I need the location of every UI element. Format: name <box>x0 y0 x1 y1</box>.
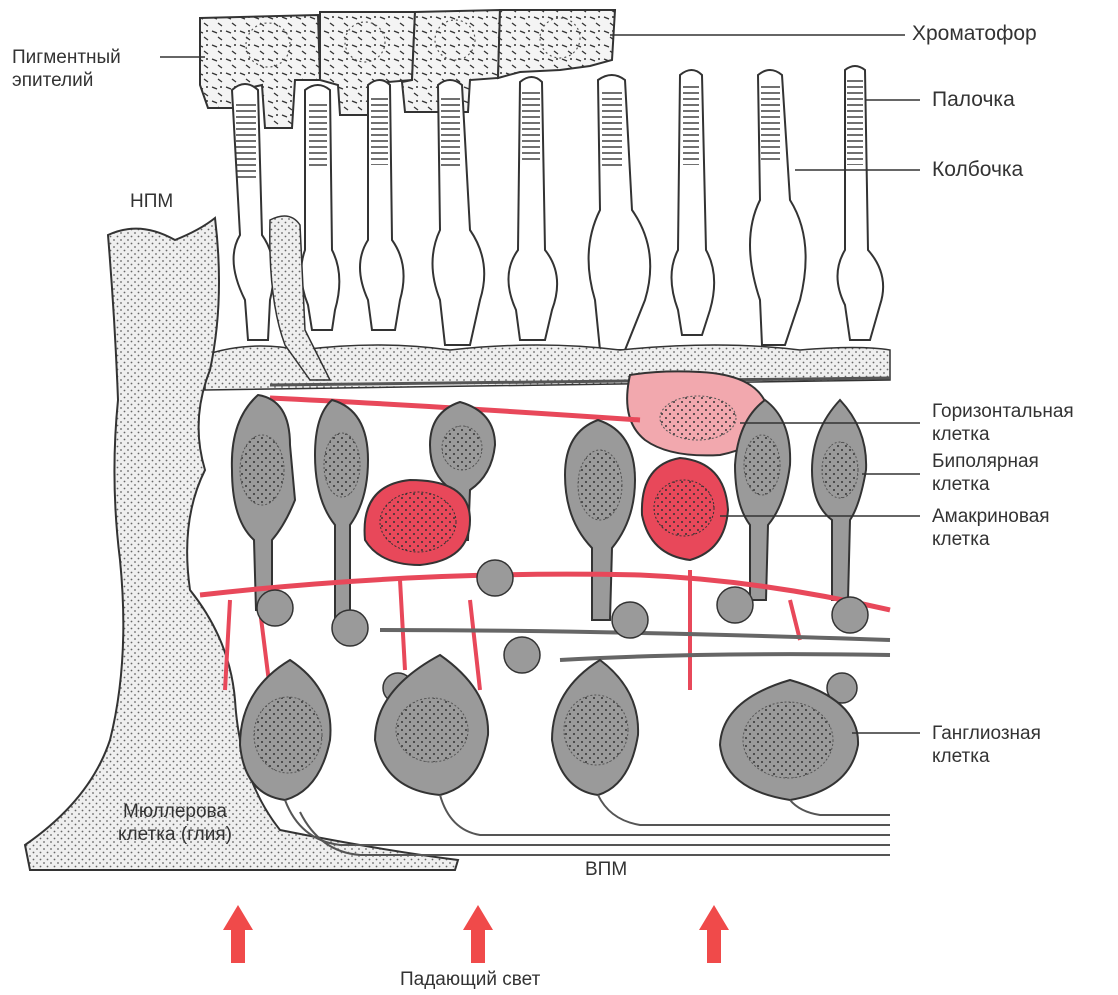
label-horizontal-cell: Горизонтальная клетка <box>932 400 1074 446</box>
light-arrow-2 <box>463 905 493 963</box>
photoreceptors <box>232 66 883 350</box>
label-muller-cell: Мюллерова клетка (глия) <box>118 800 232 846</box>
label-ganglion-cell: Ганглиозная клетка <box>932 722 1041 768</box>
incident-light-arrows <box>223 905 729 963</box>
light-arrow-1 <box>223 905 253 963</box>
light-arrow-3 <box>699 905 729 963</box>
label-rod: Палочка <box>932 88 1015 111</box>
label-cone: Колбочка <box>932 158 1023 181</box>
label-incident-light: Падающий свет <box>400 968 540 991</box>
label-chromatophore: Хроматофор <box>912 22 1037 45</box>
pigment-epithelium <box>200 10 615 128</box>
label-bipolar-cell: Биполярная клетка <box>932 450 1039 496</box>
label-npm: НПМ <box>130 190 173 213</box>
label-vpm: ВПМ <box>585 858 627 881</box>
label-amacrine-cell: Амакриновая клетка <box>932 505 1050 551</box>
optic-fibers <box>285 795 890 855</box>
label-pigment-epithelium: Пигментный эпителий <box>12 46 121 92</box>
ganglion-cells <box>240 655 858 800</box>
